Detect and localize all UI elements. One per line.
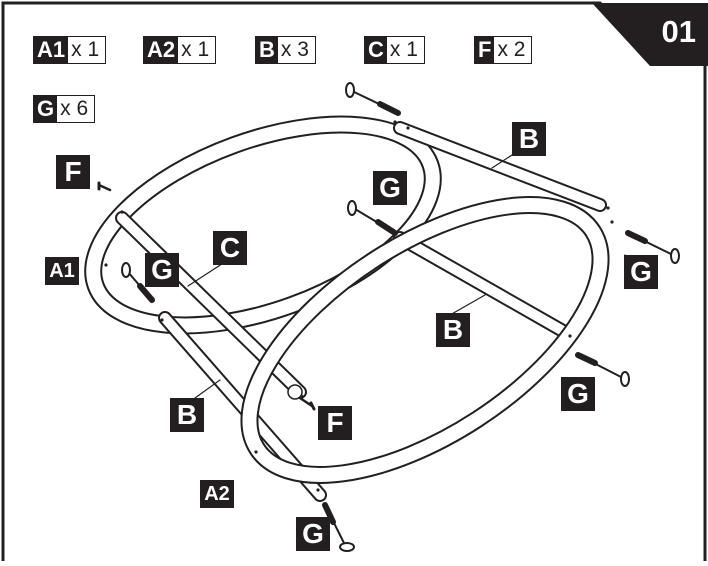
callout-g-inner: G	[145, 253, 179, 287]
tube-b-mid	[393, 231, 577, 342]
step-number: 01	[661, 14, 696, 49]
part-count-a2: A2 x 1	[143, 36, 217, 64]
part-count-f: F x 2	[474, 36, 533, 64]
callout-c: C	[213, 231, 247, 265]
callout-g-right: G	[624, 255, 658, 289]
screw-f-left	[97, 181, 112, 192]
part-id: B	[256, 37, 278, 63]
tube-b-top	[393, 121, 607, 212]
part-qty: x 1	[71, 38, 100, 61]
bolt-g-right	[625, 230, 680, 264]
part-qty: x 1	[389, 38, 418, 61]
callout-a2: A2	[200, 480, 234, 508]
part-qty: x 2	[497, 38, 526, 61]
callout-f-left: F	[56, 155, 90, 189]
callout-b-mid: B	[436, 313, 470, 347]
part-qty: x 1	[181, 38, 210, 61]
bolt-g-top	[345, 82, 401, 116]
callout-a1: A1	[45, 257, 79, 285]
bolt-g-left	[121, 262, 155, 303]
callout-g-top: G	[373, 171, 407, 205]
callout-f-mid: F	[318, 406, 352, 440]
part-count-b: B x 3	[255, 36, 316, 64]
callout-b-top: B	[512, 122, 546, 156]
bolt-g-inner	[347, 200, 398, 236]
part-count-a1: A1 x 1	[33, 36, 107, 64]
step-badge	[592, 3, 708, 66]
callout-b-left: B	[170, 398, 204, 432]
part-id: G	[34, 96, 58, 122]
part-qty: x 3	[280, 38, 309, 61]
callout-g-right-low: G	[561, 377, 595, 411]
part-count-g: G x 6	[33, 95, 96, 123]
bolt-g-bottom	[322, 502, 355, 552]
part-qty: x 6	[60, 97, 89, 120]
callout-g-bottom: G	[296, 517, 330, 551]
part-id: C	[365, 37, 387, 63]
rim-a2	[240, 196, 610, 484]
part-id: A2	[144, 37, 179, 63]
rivet-holes	[104, 120, 614, 492]
part-count-c: C x 1	[364, 36, 425, 64]
part-id: F	[475, 37, 495, 63]
rim-a1	[84, 115, 442, 335]
part-id: A1	[34, 37, 69, 63]
screw-f-mid	[287, 384, 316, 411]
bolt-g-right-low	[575, 352, 630, 387]
